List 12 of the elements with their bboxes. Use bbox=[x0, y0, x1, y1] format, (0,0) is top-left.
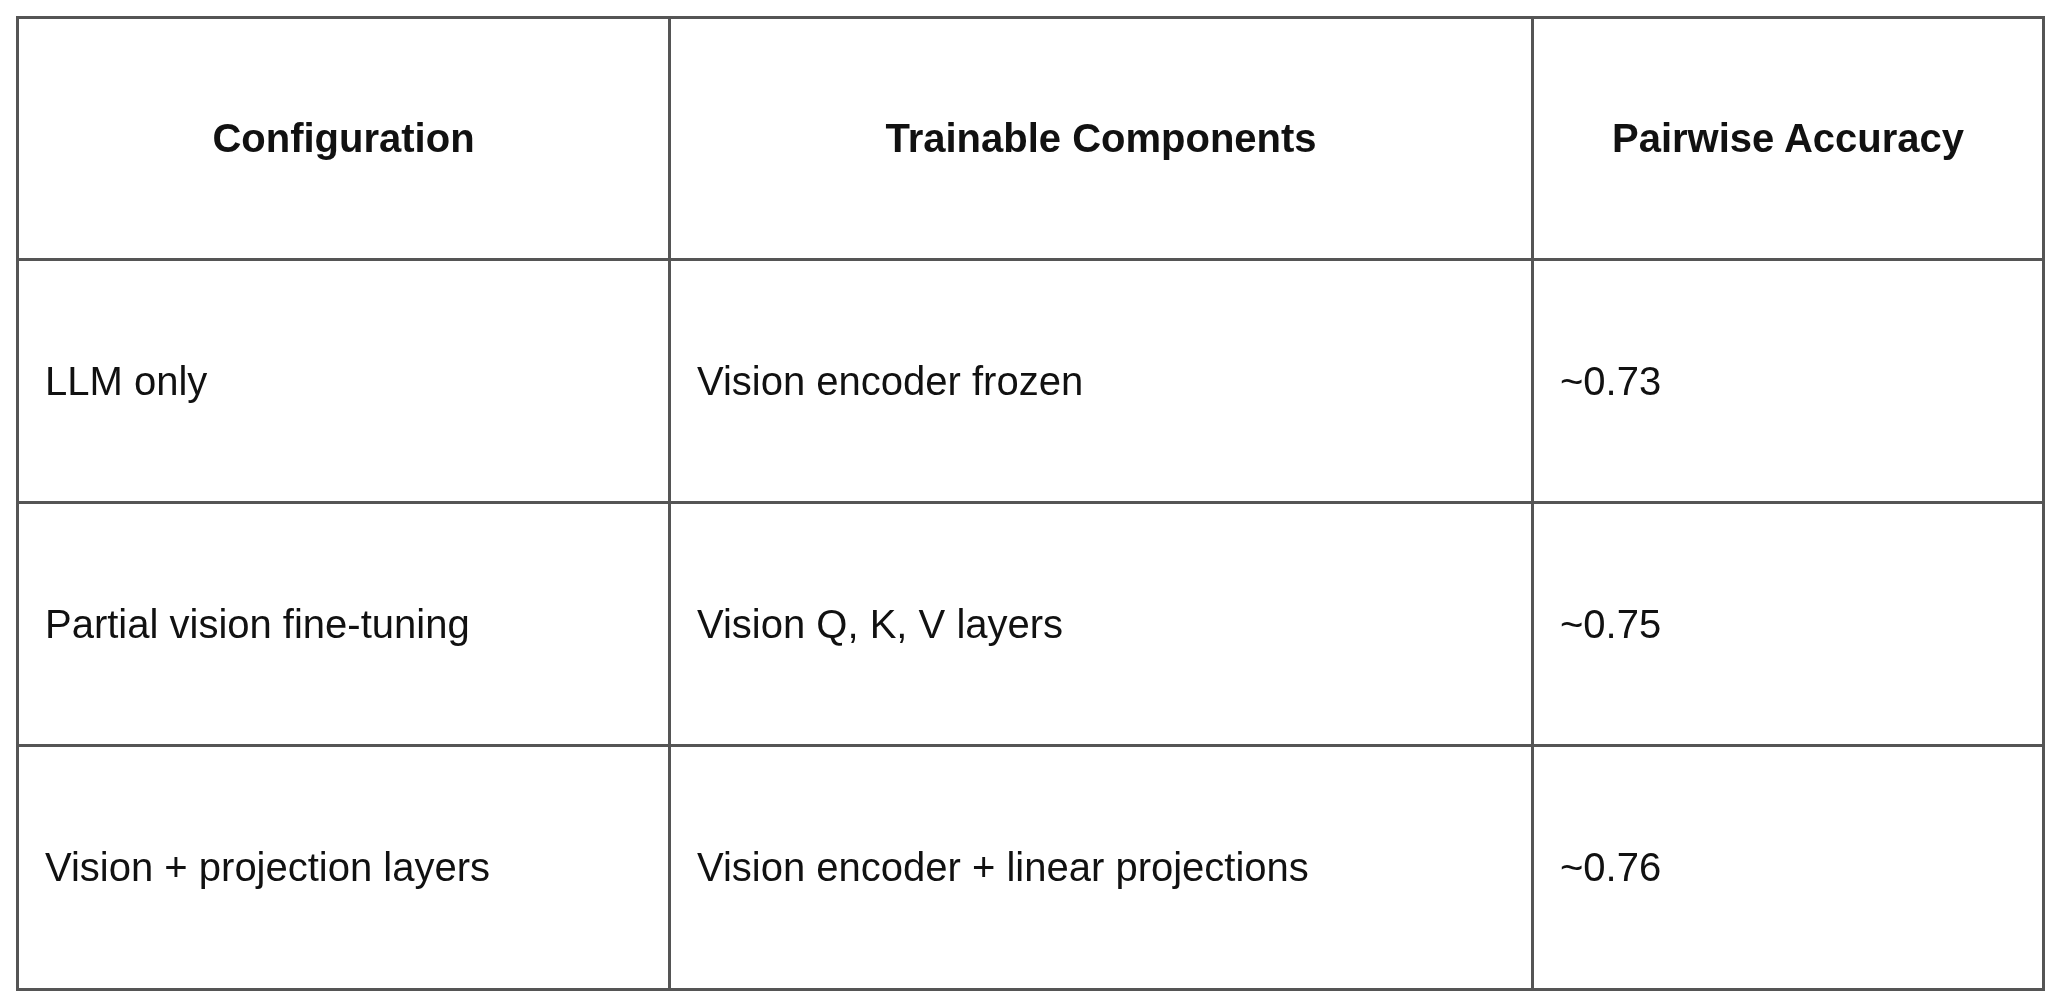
column-header: Trainable Components bbox=[669, 17, 1533, 260]
table-cell: ~0.73 bbox=[1532, 259, 2044, 503]
table-cell: ~0.76 bbox=[1532, 745, 2044, 990]
table-cell: Partial vision fine-tuning bbox=[17, 502, 670, 746]
column-header: Pairwise Accuracy bbox=[1532, 17, 2044, 260]
table-cell: Vision + projection layers bbox=[17, 745, 670, 990]
table-cell: Vision encoder frozen bbox=[669, 259, 1533, 503]
column-header: Configuration bbox=[17, 17, 670, 260]
table-cell: ~0.75 bbox=[1532, 502, 2044, 746]
table-cell: Vision Q, K, V layers bbox=[669, 502, 1533, 746]
table-cell: LLM only bbox=[17, 259, 670, 503]
table-cell: Vision encoder + linear projections bbox=[669, 745, 1533, 990]
